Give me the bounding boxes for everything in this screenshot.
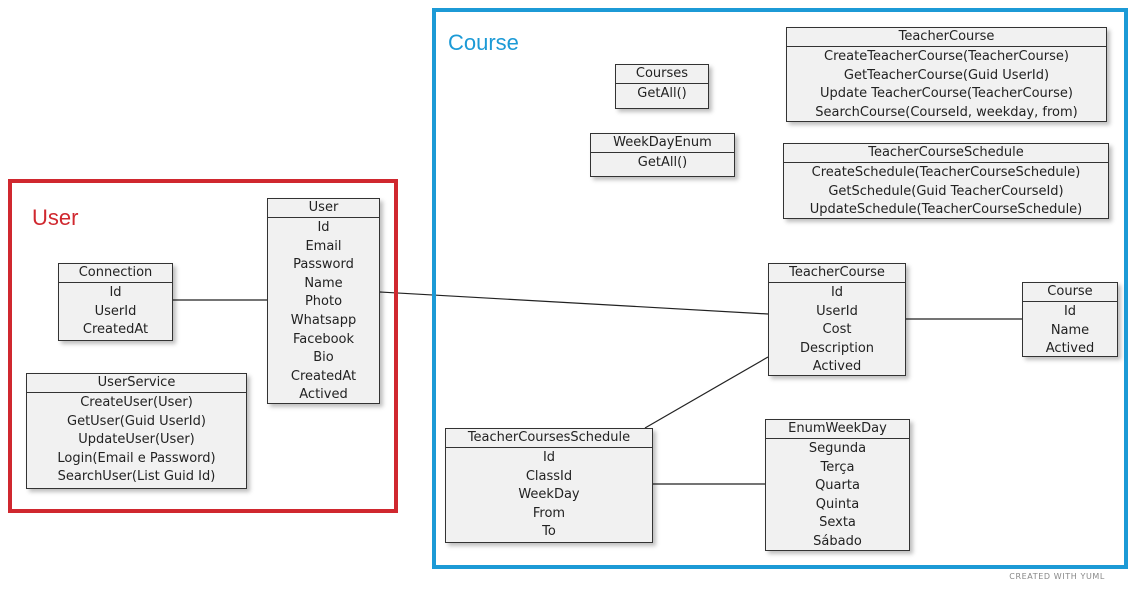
class-teacher-course-service: TeacherCourse CreateTeacherCourse(Teache…: [786, 27, 1107, 122]
class-connection: Connection Id UserId CreatedAt: [58, 263, 173, 341]
class-courses: Courses GetAll(): [615, 64, 709, 109]
class-member: Login(Email e Password): [57, 450, 216, 466]
class-member: Password: [293, 257, 354, 273]
course-package-title: Course: [448, 30, 519, 55]
class-teacher-courses-schedule: TeacherCoursesSchedule Id ClassId WeekDa…: [445, 428, 653, 543]
user-package: User: [8, 179, 398, 513]
class-member: Actived: [299, 387, 348, 403]
class-member: SearchUser(List Guid Id): [57, 469, 216, 485]
user-package-title: User: [32, 205, 79, 230]
class-name: WeekDayEnum: [613, 135, 712, 150]
class-name: User: [308, 200, 339, 215]
class-teacher-course-schedule: TeacherCourseSchedule CreateSchedule(Tea…: [783, 143, 1109, 219]
class-member: Name: [304, 275, 343, 291]
class-member: UpdateSchedule(TeacherCourseSchedule): [809, 202, 1083, 218]
class-member: SearchCourse(CourseId, weekday, from): [815, 104, 1078, 120]
class-member: GetTeacherCourse(Guid UserId): [843, 67, 1050, 83]
class-member: From: [532, 505, 566, 521]
class-member: CreatedAt: [290, 368, 357, 384]
class-member: Facebook: [292, 331, 355, 347]
class-member: Id: [317, 220, 330, 235]
class-name: Course: [1047, 284, 1093, 299]
class-member: Id: [830, 285, 844, 300]
class-name: TeacherCourse: [789, 265, 885, 280]
class-member: CreatedAt: [82, 322, 149, 338]
class-name: UserService: [97, 375, 176, 390]
class-name: Courses: [635, 66, 689, 81]
class-member: Name: [1050, 322, 1090, 338]
class-member: Actived: [1045, 341, 1095, 357]
class-week-day-enum: WeekDayEnum GetAll(): [590, 133, 735, 177]
class-member: Sábado: [813, 533, 862, 549]
class-member: UserId: [94, 303, 137, 319]
class-member: CreateTeacherCourse(TeacherCourse): [824, 49, 1069, 64]
class-member: Terça: [820, 459, 855, 475]
class-member: Bio: [313, 350, 334, 366]
class-member: UserId: [816, 303, 858, 319]
course-package: Course: [432, 8, 1128, 569]
class-member: Id: [109, 285, 122, 300]
class-member: UpdateUser(User): [78, 432, 195, 448]
class-member: Quarta: [815, 478, 860, 494]
class-member: Cost: [822, 322, 852, 338]
connector-user-teachercourse: [379, 291, 769, 315]
class-member: Email: [305, 238, 342, 254]
class-member: Quinta: [815, 496, 860, 512]
class-member: GetAll(): [637, 86, 687, 101]
class-member: CreateUser(User): [80, 395, 193, 410]
class-member: Photo: [304, 294, 343, 310]
class-member: To: [542, 524, 556, 540]
class-member: GetAll(): [637, 155, 688, 170]
class-member: Actived: [812, 359, 862, 375]
class-member: WeekDay: [518, 487, 580, 503]
class-name: TeacherCourse: [898, 29, 995, 44]
class-member: CreateSchedule(TeacherCourseSchedule): [811, 165, 1081, 180]
class-member: Segunda: [808, 441, 867, 456]
class-member: ClassId: [525, 468, 573, 484]
class-teacher-course: TeacherCourse Id UserId Cost Description…: [768, 263, 906, 376]
class-enum-week-day: EnumWeekDay Segunda Terça Quarta Quinta …: [765, 419, 910, 551]
class-user: User Id Email Password Name Photo Whatsa…: [267, 198, 380, 404]
class-user-service: UserService CreateUser(User) GetUser(Gui…: [26, 373, 247, 489]
class-member: Id: [542, 450, 556, 465]
class-member: GetUser(Guid UserId): [67, 413, 206, 429]
class-course: Course Id Name Actived: [1022, 282, 1118, 357]
class-member: Sexta: [819, 515, 856, 531]
class-name: TeacherCoursesSchedule: [467, 430, 631, 445]
class-member: Description: [799, 340, 875, 356]
class-member: Update TeacherCourse(TeacherCourse): [820, 86, 1073, 102]
yuml-credit: CREATED WITH YUML: [1009, 572, 1105, 581]
class-name: EnumWeekDay: [788, 421, 887, 436]
class-member: Whatsapp: [290, 312, 357, 328]
class-name: Connection: [78, 265, 153, 280]
class-member: Id: [1063, 304, 1077, 319]
class-member: GetSchedule(Guid TeacherCourseId): [828, 183, 1064, 199]
class-name: TeacherCourseSchedule: [868, 145, 1024, 160]
connector-teachercourse-schedule: [644, 356, 769, 429]
